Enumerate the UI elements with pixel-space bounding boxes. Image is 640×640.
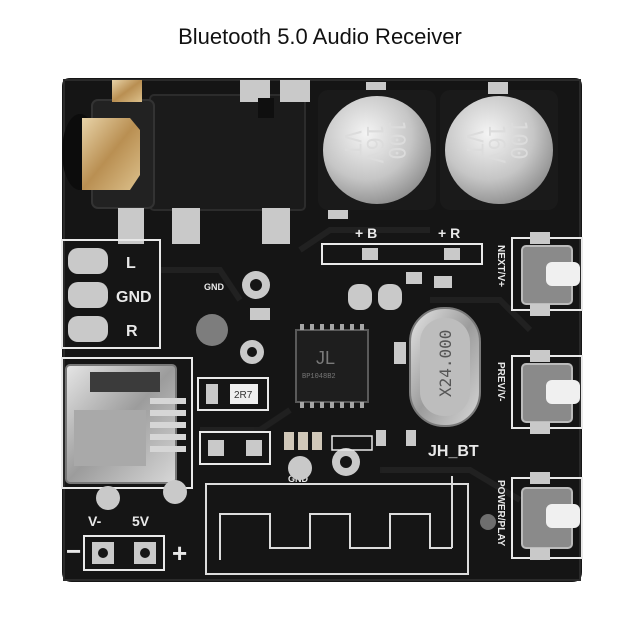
output-pins: L GND R: [61, 239, 161, 349]
svg-text:L: L: [126, 255, 136, 272]
svg-text:100: 100: [505, 120, 530, 160]
svg-text:GND: GND: [204, 282, 225, 292]
pcb-antenna: [205, 476, 469, 575]
svg-text:R: R: [126, 323, 138, 340]
svg-text:VT: VT: [461, 130, 486, 157]
svg-text:PREV/V-: PREV/V-: [495, 362, 506, 401]
module-name: JH_BT: [428, 443, 479, 460]
svg-text:POWER/PLAY: POWER/PLAY: [495, 480, 506, 547]
crystal: X24.000: [409, 307, 481, 427]
capacitor-left: 100 16V VT: [318, 82, 436, 219]
svg-text:V-: V-: [88, 513, 102, 529]
svg-text:GND: GND: [116, 289, 152, 306]
audio-jack: [62, 80, 310, 244]
speaker-left-label: + B: [355, 225, 377, 241]
svg-text:5V: 5V: [132, 513, 150, 529]
svg-text:X24.000: X24.000: [436, 330, 455, 397]
svg-text:JL: JL: [316, 348, 335, 368]
capacitor-right: 100 16V VT: [440, 82, 558, 210]
power-play-button: POWER/PLAY: [495, 472, 583, 560]
svg-text:VT: VT: [339, 130, 364, 157]
svg-text:2R7: 2R7: [234, 390, 253, 401]
micro-usb-connector: [61, 357, 193, 510]
prev-button: PREV/V-: [495, 350, 583, 434]
speaker-right-label: + R: [438, 225, 460, 241]
next-button: NEXT/V+: [495, 232, 583, 316]
svg-text:100: 100: [383, 120, 408, 160]
polarity-plus: +: [172, 538, 187, 568]
main-chip: JL BP1048B2: [295, 324, 369, 408]
svg-text:16V: 16V: [483, 124, 508, 164]
svg-text:NEXT/V+: NEXT/V+: [495, 245, 506, 287]
svg-text:16V: 16V: [361, 124, 386, 164]
svg-text:BP1048B2: BP1048B2: [302, 373, 336, 381]
polarity-minus: −: [66, 536, 81, 566]
page-title: Bluetooth 5.0 Audio Receiver: [178, 24, 462, 49]
